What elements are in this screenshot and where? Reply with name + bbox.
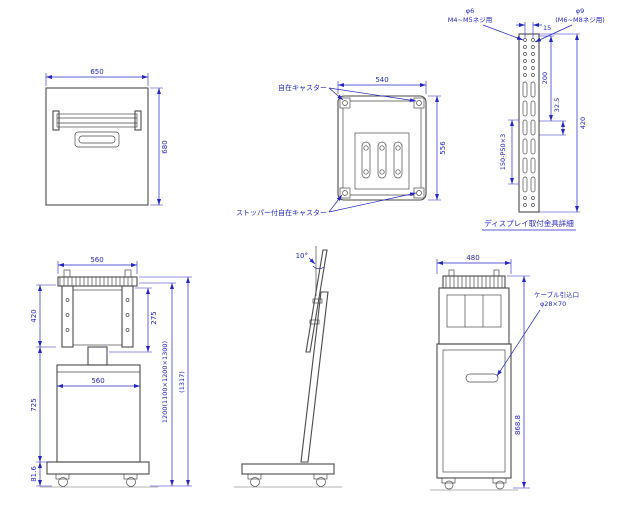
caster-top-left [339,97,351,109]
base-inner-outline [342,100,422,196]
front-hook-right [124,269,132,278]
bracket-detail-view: φ6 M4~M5ネジ用 φ9 (M6~M8ネジ用) 15 200 32.5 42… [448,7,605,231]
phi9-sub-label: (M6~M8ネジ用) [555,16,605,24]
front-right-extensions [139,276,192,487]
rear-cabinet [436,343,512,479]
rear-upper-window [446,294,502,328]
stopper-caster-label: ストッパー付自在キャスター [236,208,327,217]
dim-200-label: 200 [541,72,549,84]
dim-pitch-label: 150-P50×3 [499,134,507,171]
caster-leader-2 [328,87,417,103]
front-view: 560 420 725 81.6 275 560 1200(1100×1200×… [30,256,192,488]
dim-15-label: 15 [543,24,551,32]
stopper-caster-leader-1 [328,194,343,213]
top-view-base: 540 556 自在キャスター ストッパー付自在キャスター [236,76,447,217]
phi9-leader [534,24,573,43]
front-left-extensions [36,284,56,487]
cable-inlet-size-label: φ28×70 [540,300,566,308]
dim-1200-label: 1200(1100×1200×1300) [161,341,169,423]
rear-hook-right [493,269,500,277]
side-mount-arm-lower [309,319,320,325]
front-casters [55,473,138,487]
side-view: 10° [234,246,342,488]
front-back-plate [72,289,123,346]
rear-comb-teeth [445,276,503,288]
dim-275-extensions [109,287,152,353]
rear-casters [441,477,507,490]
rear-view: 480 ケーブル引込口 φ28×70 868.8 [430,254,579,491]
dim-pitch-extensions [508,119,519,185]
top-view-bracket [52,110,142,148]
angle-label: 10° [296,252,308,260]
dim-480-label: 480 [466,254,479,262]
dim-680-label: 680 [161,140,169,153]
dim-275-label: 275 [150,311,158,324]
dim-868-label: 868.8 [514,415,522,435]
dim-81-6-label: 81.6 [30,466,38,482]
dim-1317-label: (1317) [178,371,186,393]
dim-556-label: 556 [439,141,447,155]
dim-540-label: 540 [375,76,388,84]
caster-leader-1 [328,87,344,101]
front-rail-left [61,285,74,348]
dim-420-front-label: 420 [30,309,38,322]
angle-leader [308,257,316,265]
bracket-detail-caption: ディスプレイ取付金具詳細 [484,218,573,228]
rear-cabinet-panel [442,349,506,473]
front-column [87,346,108,366]
rear-upper-dividers [464,295,484,327]
side-base-plate [241,463,335,475]
side-casters [247,473,328,487]
side-pole [300,291,329,463]
front-comb-bar [57,276,138,287]
bracket-strip-outline [518,33,540,213]
phi6-sub-label: M4~M5ネジ用 [448,16,492,24]
front-rail-right [121,285,134,348]
dim-32-5-label: 32.5 [553,98,561,112]
front-comb-teeth [59,277,133,286]
side-mount-arm-upper [312,298,323,304]
cable-inlet-label: ケーブル引込口 [534,290,579,299]
dim-650-label: 650 [90,68,103,76]
front-hook-left [63,269,71,278]
cable-inlet-leader [496,309,541,377]
bracket-right-extensions [539,33,580,213]
dim-868-extensions [507,275,530,489]
side-display-panel [305,249,328,353]
base-mount-pattern [354,132,410,190]
phi9-label: φ9 [576,7,584,15]
rear-hook-left [448,269,455,277]
angle-arc [312,265,325,270]
top-view-outline [45,87,149,206]
phi6-label: φ6 [466,7,474,15]
stopper-caster-leader-2 [328,192,417,213]
caster-top-right [413,97,425,109]
dim-15-extensions [524,22,534,38]
cable-inlet-slot [465,373,499,383]
dim-560-base-label: 560 [91,377,104,385]
top-view-overall: 650 680 [45,68,169,206]
dim-420-detail-label: 420 [579,117,587,129]
dim-560-top-label: 560 [90,256,103,264]
caster-bottom-left [339,187,351,199]
rear-upper-box [438,287,510,345]
dim-725-label: 725 [30,398,38,411]
base-outline [337,95,427,201]
caster-label: 自在キャスター [278,83,327,92]
phi6-leader [482,24,524,41]
front-base-plate [46,461,150,475]
bracket-holes [522,38,536,207]
